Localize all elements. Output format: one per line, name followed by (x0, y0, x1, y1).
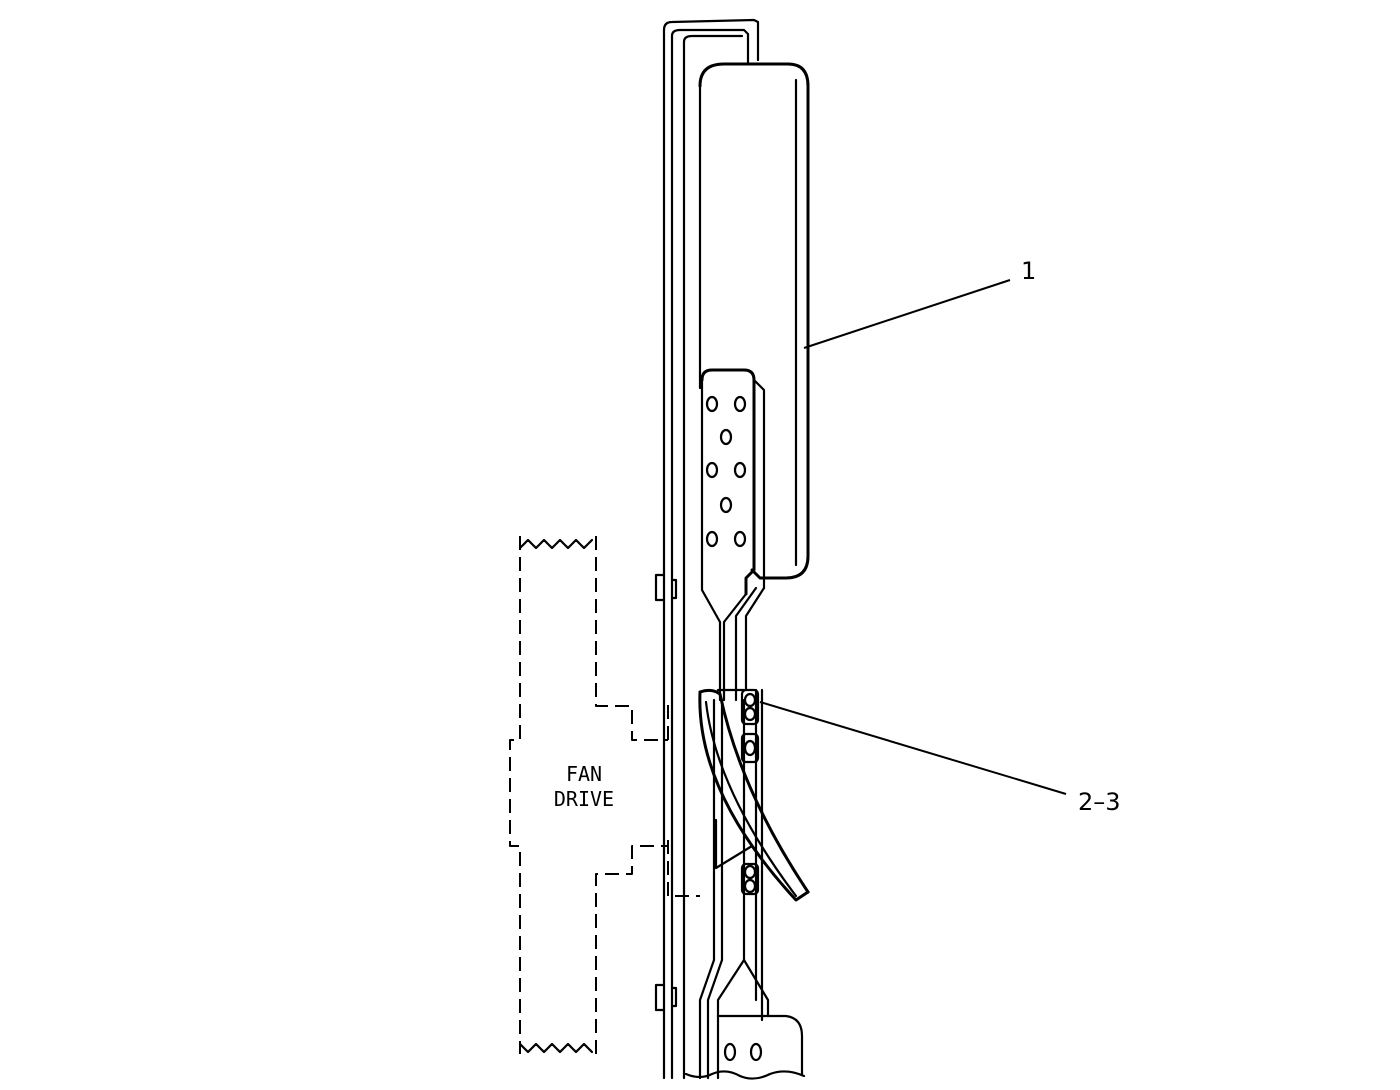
bolt-hole (719, 496, 733, 514)
bolt-hole (723, 1042, 737, 1062)
bolt-hole (705, 395, 719, 413)
bolt-hole (733, 530, 747, 548)
callout-1-leader (803, 279, 1011, 349)
bolt-hole (705, 461, 719, 479)
callout-2-3-label: 2–3 (1078, 788, 1121, 816)
bolt-hole (733, 461, 747, 479)
callout-2-3-leader (759, 701, 1067, 795)
upright-panel (698, 62, 810, 580)
shroud-frame (654, 18, 760, 1080)
bolt-hole (719, 428, 733, 446)
fan-drive-label-line1: FAN (566, 762, 602, 786)
bolt-hole (705, 530, 719, 548)
fan-drive-outline (509, 536, 700, 1054)
callout-1-label: 1 (1021, 257, 1036, 285)
curved-seal (698, 688, 810, 902)
bolt-hole (733, 395, 747, 413)
support-strap (684, 688, 806, 1080)
fan-drive-label-line2: DRIVE (554, 787, 614, 811)
bolt-hole (749, 1042, 763, 1062)
mounting-bracket (700, 368, 766, 702)
